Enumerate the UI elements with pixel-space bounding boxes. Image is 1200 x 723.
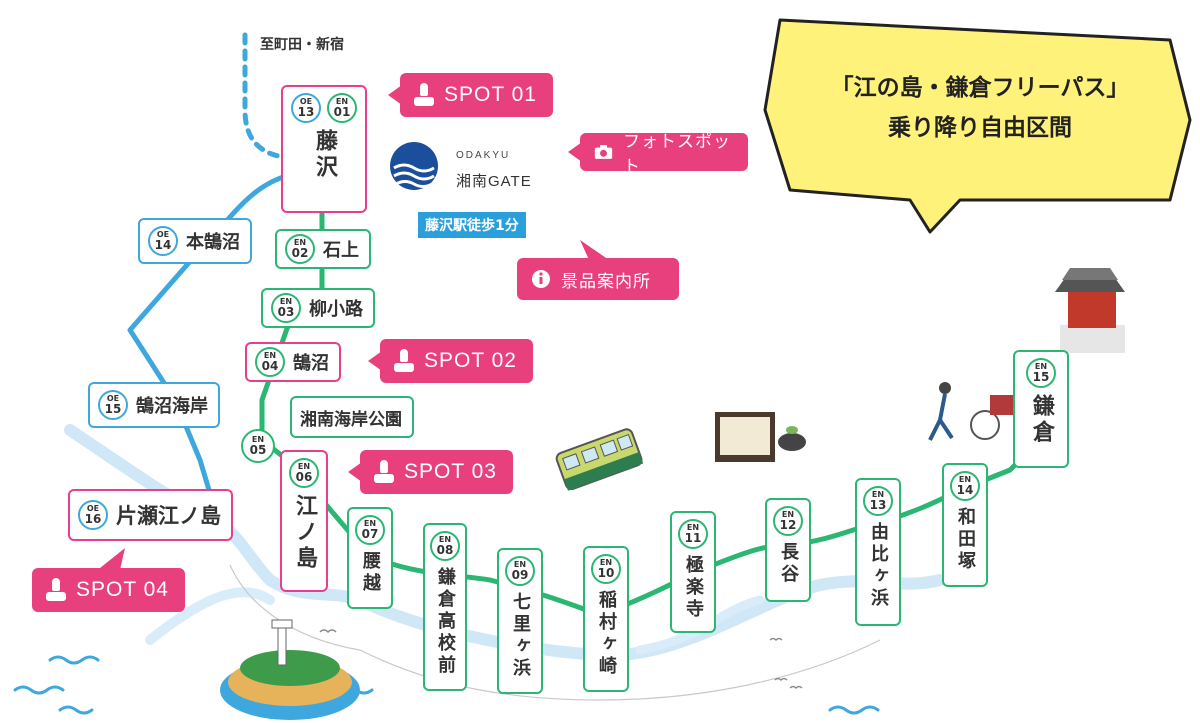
- station-name: 鵠沼海岸: [136, 396, 208, 417]
- logo-shonan-gate-text: 湘南GATE: [456, 173, 532, 190]
- logo-odakyu-text: ODAKYU: [456, 150, 511, 161]
- soba-illustration: [715, 412, 806, 462]
- callout-line-1: 「江の島・鎌倉フリーパス」: [830, 75, 1130, 101]
- station-name: 片瀬江ノ島: [116, 504, 221, 528]
- callout-line-2: 乗り降り自由区間: [888, 115, 1072, 141]
- stamp-icon: [414, 83, 434, 107]
- rickshaw-illustration: [928, 382, 1015, 441]
- spot-03-label[interactable]: SPOT 03: [348, 450, 513, 494]
- land-outline: [229, 564, 881, 701]
- station-name: 湘南海岸公園: [300, 409, 402, 430]
- station-shonankaigan[interactable]: 湘南海岸公園: [290, 396, 414, 438]
- shrine-illustration: [1055, 268, 1125, 353]
- enoshima-island-illustration: [220, 619, 360, 720]
- sea-waves: [13, 655, 880, 715]
- spot-02-label[interactable]: SPOT 02: [368, 339, 533, 383]
- station-name: 極楽寺: [683, 555, 704, 621]
- free-pass-callout: 「江の島・鎌倉フリーパス」 乗り降り自由区間: [800, 68, 1160, 148]
- station-name: 稲村ヶ崎: [596, 590, 617, 678]
- station-name: 柳小路: [309, 299, 363, 320]
- station-name: 和田塚: [955, 507, 976, 573]
- spot-04-label[interactable]: SPOT 04: [32, 568, 185, 612]
- station-name: 鎌倉高校前: [435, 567, 456, 677]
- spot04-tail: [100, 548, 125, 570]
- station-name: 藤沢: [312, 129, 337, 181]
- camera-icon: [594, 145, 613, 159]
- walk-tail: [580, 240, 612, 262]
- station-name: 鎌倉: [1029, 394, 1054, 446]
- station-name: 江ノ島: [292, 494, 317, 572]
- walk-label: 藤沢駅徒歩1分: [418, 212, 526, 238]
- station-name: 長谷: [778, 542, 799, 586]
- stamp-icon: [46, 578, 66, 602]
- stamp-icon: [394, 349, 414, 373]
- river: [145, 587, 275, 645]
- photo-spot-label[interactable]: フォトスポット: [568, 132, 748, 176]
- shonan-gate-logo: [390, 142, 438, 190]
- gulls: [319, 629, 803, 690]
- station-name: 石上: [323, 240, 359, 261]
- prize-info-label[interactable]: 景品案内所: [517, 258, 679, 300]
- info-icon: [532, 270, 550, 288]
- station-name: 由比ヶ浜: [868, 522, 889, 610]
- enoden-train-illustration: [555, 428, 644, 491]
- spot-01-label[interactable]: SPOT 01: [388, 73, 553, 117]
- station-name: 本鵠沼: [186, 232, 240, 253]
- station-name: 七里ヶ浜: [510, 592, 531, 680]
- callout-bubble: [763, 18, 1192, 234]
- stamp-icon: [374, 460, 394, 484]
- station-name: 腰越: [360, 551, 381, 595]
- destination-label: 至町田・新宿: [260, 37, 344, 53]
- station-name: 鵠沼: [293, 353, 329, 374]
